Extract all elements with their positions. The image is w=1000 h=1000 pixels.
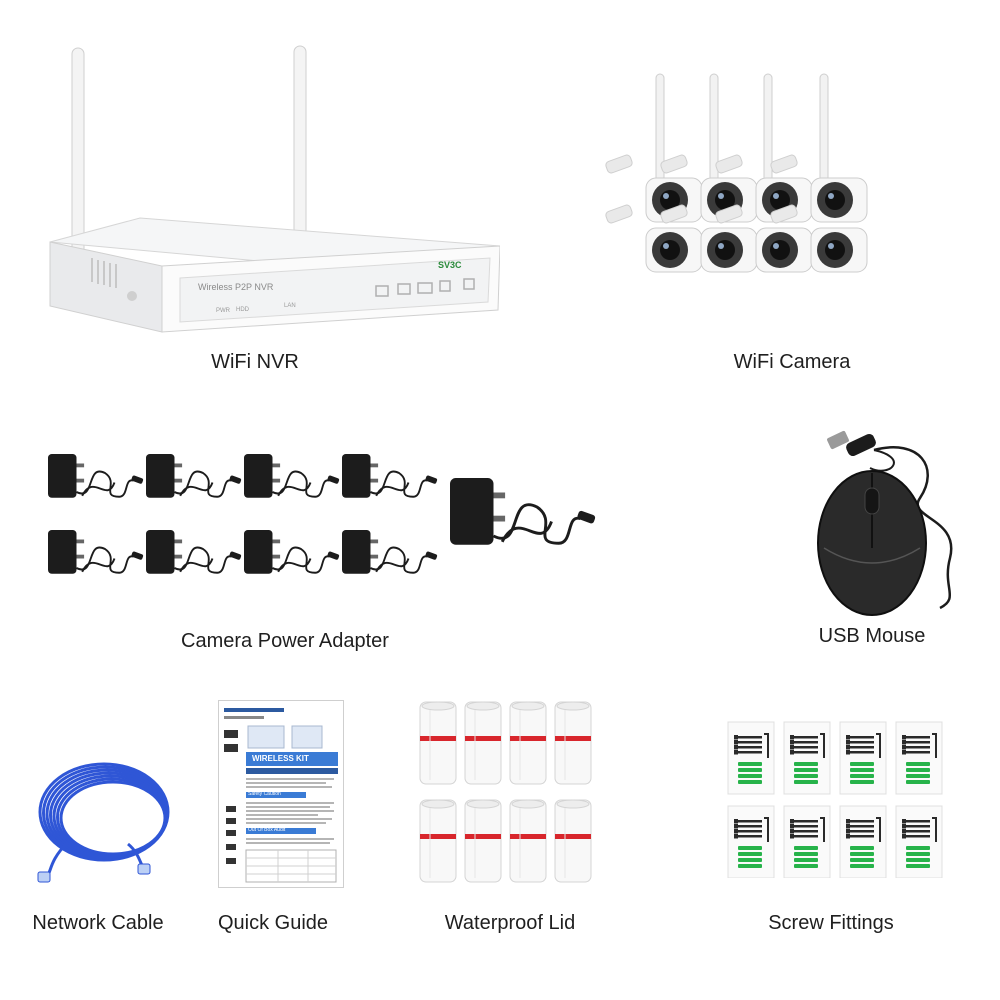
camera-label: WiFi Camera bbox=[733, 351, 851, 373]
camera-antenna bbox=[763, 73, 773, 185]
network-cable-image bbox=[28, 752, 178, 884]
guide-label: Quick Guide bbox=[217, 912, 329, 934]
waterproof-lid bbox=[509, 701, 547, 785]
power-adapter bbox=[342, 530, 438, 574]
camera-unit bbox=[605, 204, 703, 273]
guide-banner-text: WIRELESS KIT bbox=[252, 754, 309, 763]
power-adapter bbox=[450, 478, 596, 545]
screw-pack bbox=[727, 721, 775, 795]
waterproof-lid bbox=[554, 799, 592, 883]
quick-guide-image: WIRELESS KIT Safety Caution Out Of Box A… bbox=[218, 700, 344, 888]
nvr-hdd-led-label: HDD bbox=[236, 307, 249, 313]
nvr-brand-logo: SV3C bbox=[438, 260, 462, 270]
waterproof-lid bbox=[419, 799, 457, 883]
power-adapter bbox=[244, 454, 340, 498]
cable-label: Network Cable bbox=[32, 912, 164, 934]
screw-pack bbox=[895, 805, 943, 878]
screw-pack bbox=[727, 805, 775, 878]
screws-label: Screw Fittings bbox=[768, 912, 894, 934]
waterproof-lid-group-image bbox=[412, 698, 602, 884]
adapter-group-image bbox=[40, 448, 620, 604]
camera-unit bbox=[770, 204, 868, 273]
rj45-plug bbox=[37, 871, 51, 883]
power-adapter bbox=[48, 530, 144, 574]
guide-safety-heading: Safety Caution bbox=[248, 791, 281, 797]
nvr-antenna-right bbox=[293, 45, 307, 257]
mouse-label: USB Mouse bbox=[818, 625, 926, 647]
nvr-pwr-led-label: PWR bbox=[216, 308, 230, 314]
camera-unit bbox=[605, 154, 703, 223]
power-adapter bbox=[146, 530, 242, 574]
screw-pack bbox=[895, 721, 943, 795]
power-adapter bbox=[146, 454, 242, 498]
camera-unit bbox=[715, 204, 813, 273]
screw-fittings-group-image bbox=[724, 720, 950, 878]
camera-antenna bbox=[819, 73, 829, 185]
screw-pack bbox=[783, 721, 831, 795]
cable-coil bbox=[37, 762, 170, 883]
waterproof-lid bbox=[464, 701, 502, 785]
waterproof-lid bbox=[464, 799, 502, 883]
adapter-label: Camera Power Adapter bbox=[181, 630, 389, 652]
camera-group-image bbox=[598, 68, 908, 304]
nvr-label: WiFi NVR bbox=[211, 351, 299, 373]
nvr-antenna-left bbox=[71, 47, 85, 259]
power-adapter bbox=[244, 530, 340, 574]
guide-audit-heading: Out Of Box Audit bbox=[248, 827, 286, 833]
screw-pack bbox=[783, 805, 831, 878]
camera-unit bbox=[660, 204, 758, 273]
power-adapter bbox=[48, 454, 144, 498]
waterproof-lid bbox=[554, 701, 592, 785]
waterproof-lid bbox=[419, 701, 457, 785]
mouse-image bbox=[810, 428, 970, 618]
screw-pack bbox=[839, 805, 887, 878]
screw-pack bbox=[839, 721, 887, 795]
camera-unit bbox=[770, 154, 868, 223]
nvr-front-title: Wireless P2P NVR bbox=[198, 282, 274, 292]
waterproof-lid bbox=[509, 799, 547, 883]
nvr-lan-led-label: LAN bbox=[284, 303, 296, 309]
power-adapter bbox=[342, 454, 438, 498]
rj45-plug bbox=[137, 863, 151, 875]
lid-label: Waterproof Lid bbox=[444, 912, 576, 934]
nvr-image: Wireless P2P NVR SV3C PWR HDD LAN bbox=[20, 40, 500, 340]
